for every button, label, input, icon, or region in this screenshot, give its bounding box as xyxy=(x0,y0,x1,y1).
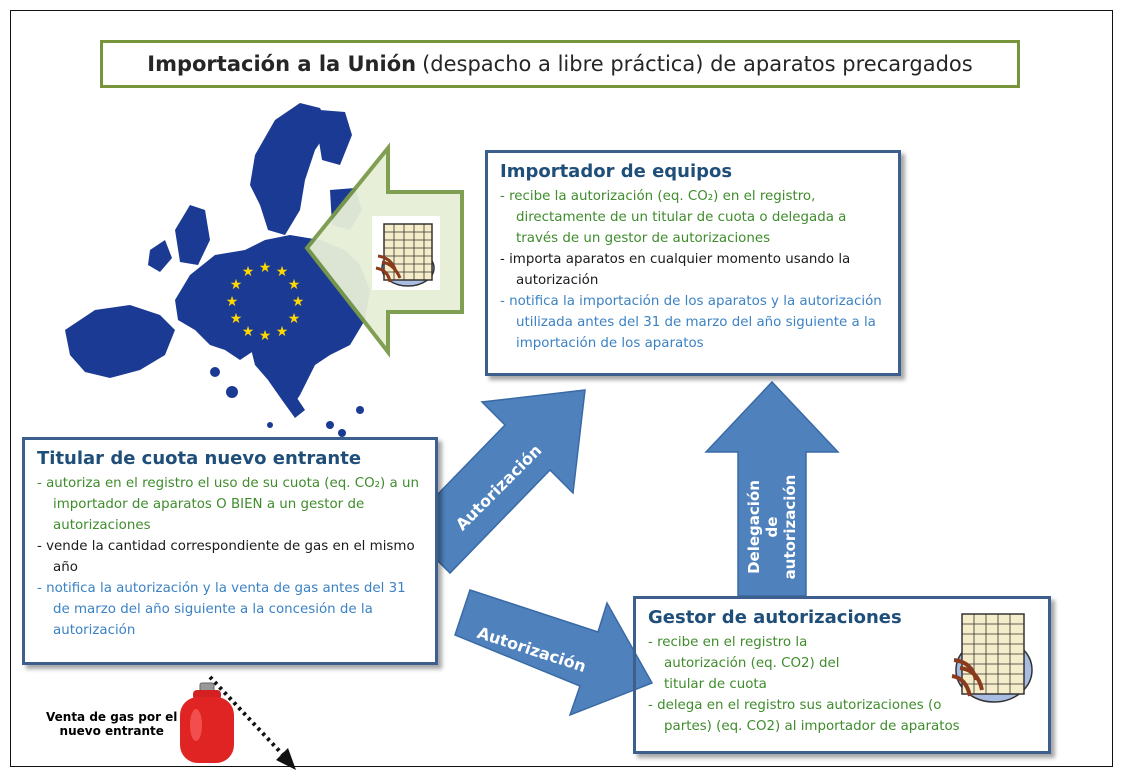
list-item: - vende la cantidad correspondiente de g… xyxy=(37,539,415,575)
titular-heading: Titular de cuota nuevo entrante xyxy=(37,448,362,469)
list-item: - autoriza en el registro el uso de su c… xyxy=(37,476,419,533)
svg-text:★: ★ xyxy=(242,264,255,280)
diagram-frame xyxy=(10,10,1113,767)
eu-map-icon xyxy=(65,103,370,437)
importador-heading: Importador de equipos xyxy=(500,161,733,182)
svg-text:★: ★ xyxy=(230,311,243,327)
diagonal-arrow-icon xyxy=(403,389,586,575)
gas-sale-label-line2: nuevo entrante xyxy=(59,724,164,738)
title-rest: (despacho a libre práctica) de aparatos … xyxy=(422,52,973,76)
titular-list: - autoriza en el registro el uso de su c… xyxy=(37,473,425,641)
list-item: - notifica la autorización y la venta de… xyxy=(37,581,406,638)
dotted-arrow-icon xyxy=(208,675,296,770)
svg-text:★: ★ xyxy=(288,277,301,293)
list-item: - importa aparatos en cualquier momento … xyxy=(500,252,851,288)
svg-text:★: ★ xyxy=(288,311,301,327)
svg-text:★: ★ xyxy=(242,324,255,340)
svg-text:★: ★ xyxy=(259,328,272,344)
svg-text:★: ★ xyxy=(276,264,289,280)
gestor-list: - recibe en el registro la autorización … xyxy=(648,632,978,737)
vertical-arrow-icon xyxy=(704,380,840,597)
importador-box: Importador de equipos - recibe la autori… xyxy=(485,150,901,376)
equipment-icon xyxy=(951,613,1033,703)
vertical-arrow-label: Delegación de autorización xyxy=(745,472,799,582)
eu-stars-icon: ★ ★ ★ ★ ★ ★ ★ ★ ★ ★ ★ ★ xyxy=(226,260,305,344)
vertical-arrow-label-line1: Delegación de xyxy=(745,480,781,574)
svg-text:★: ★ xyxy=(259,260,272,276)
gas-sale-label: Venta de gas por el nuevo entrante xyxy=(46,710,177,738)
title-bold: Importación a la Unión xyxy=(147,52,417,76)
svg-text:★: ★ xyxy=(230,277,243,293)
page-title: Importación a la Unión (despacho a libre… xyxy=(100,40,1020,88)
gestor-box: Gestor de autorizaciones - recibe en el … xyxy=(633,596,1051,754)
gas-cylinder-icon xyxy=(180,682,234,763)
list-item: - notifica la importación de los aparato… xyxy=(500,294,882,351)
vertical-arrow-label-line2: autorización xyxy=(781,474,799,580)
list-item: - recibe la autorización (eq. CO₂) en el… xyxy=(500,189,847,246)
list-item: - recibe en el registro la autorización … xyxy=(648,635,840,692)
gas-sale-label-line1: Venta de gas por el xyxy=(46,710,178,724)
horizontal-arrow-icon xyxy=(454,589,654,717)
svg-text:★: ★ xyxy=(226,294,239,310)
equipment-icon xyxy=(372,216,440,290)
svg-text:★: ★ xyxy=(276,324,289,340)
svg-text:★: ★ xyxy=(292,294,305,310)
gestor-heading: Gestor de autorizaciones xyxy=(648,607,902,628)
importador-list: - recibe la autorización (eq. CO₂) en el… xyxy=(500,186,888,354)
titular-box: Titular de cuota nuevo entrante - autori… xyxy=(22,437,438,665)
list-item: - delega en el registro sus autorizacion… xyxy=(648,698,960,734)
